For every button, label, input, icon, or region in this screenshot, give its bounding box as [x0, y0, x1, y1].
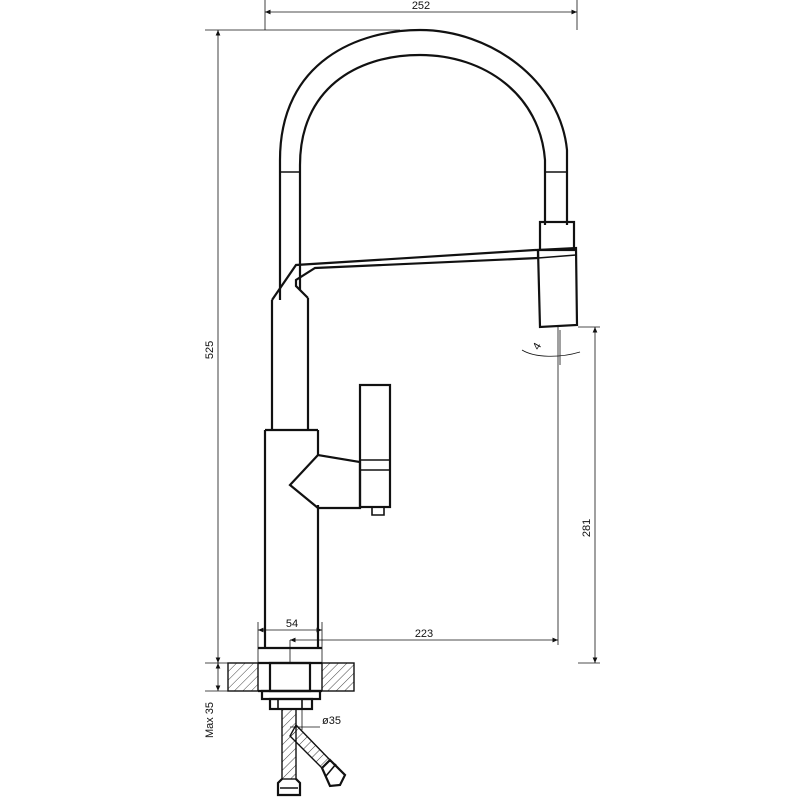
dimension-spout-height: 281 [578, 326, 600, 664]
overall-height-label: 525 [204, 341, 216, 359]
base-width-label: 54 [286, 618, 298, 630]
thread-diameter-label: ø35 [322, 715, 341, 727]
dimension-max-thickness: Max 35 [204, 663, 258, 738]
dimension-overall-height: 525 [204, 29, 400, 664]
faucet-body [258, 248, 540, 650]
spout-height-label: 281 [581, 519, 593, 537]
countertop [227, 661, 355, 693]
spray-head [536, 220, 579, 329]
supply-hoses [276, 708, 347, 797]
angle-label: 4 [531, 341, 544, 352]
mounting-hardware [260, 661, 322, 711]
dimension-overall-width: 252 [264, 0, 578, 30]
max-thickness-label: Max 35 [204, 702, 216, 738]
overall-width-label: 252 [412, 0, 430, 12]
angle-indicator: 4 [521, 330, 581, 365]
dimension-spout-reach: 223 [290, 327, 559, 645]
spout-reach-label: 223 [415, 628, 433, 640]
arc-hose [278, 28, 569, 300]
dimension-base-width: 54 [257, 618, 323, 663]
